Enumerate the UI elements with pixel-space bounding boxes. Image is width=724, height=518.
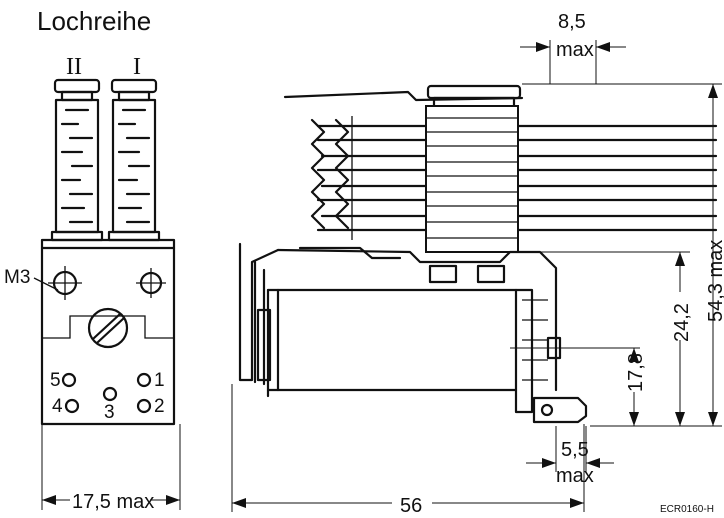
coil [256,288,562,414]
dimension-length: 56 [231,384,585,517]
yoke-bracket [276,248,558,392]
hole-row-title: Lochreihe [37,6,151,36]
pin-label-1: 1 [154,370,165,391]
dimension-bottom-offset: 5,5 max [526,426,614,487]
dimension-small-height: 17,8 [510,347,647,426]
thread-callout: M3 [4,267,30,288]
pin-layout: 5 1 4 3 2 [50,370,165,423]
dimension-top-offset: 8,5 max [520,11,626,84]
side-view: 54,3 max 24,2 17,8 8,5 max 5,5 max [231,11,724,517]
front-view: Lochreihe II I [4,6,181,513]
dimension-mid-height: 24,2 [520,251,693,426]
pin-label-2: 2 [154,396,165,417]
pin-label-3: 3 [104,402,115,423]
column-label-2: II [66,54,82,80]
pin-label-4: 4 [52,396,63,417]
pin-label-5: 5 [50,370,61,391]
contact-stack-right [107,78,161,242]
top-offset-note: max [556,39,594,61]
bottom-offset-value: 5,5 [561,439,589,461]
bottom-terminal [532,396,588,424]
dimension-width-front: 17,5 max [41,424,181,513]
bottom-offset-note: max [556,465,594,487]
dimension-total-height: 54,3 max [522,83,724,427]
insulator-stack [425,105,519,253]
width-front-label: 17,5 max [72,491,154,513]
column-label-1: I [133,54,141,80]
height-mid-label: 24,2 [671,303,693,342]
height-total-label: 54,3 max [705,240,724,322]
contact-stack-left [50,78,104,242]
yoke-left [238,242,280,382]
drawing-id: ECR0160-H [660,504,714,515]
center-screw [87,307,129,349]
length-label: 56 [400,495,422,517]
relay-base-front [40,238,176,426]
height-small-label: 17,8 [625,353,647,392]
top-offset-value: 8,5 [558,11,586,33]
